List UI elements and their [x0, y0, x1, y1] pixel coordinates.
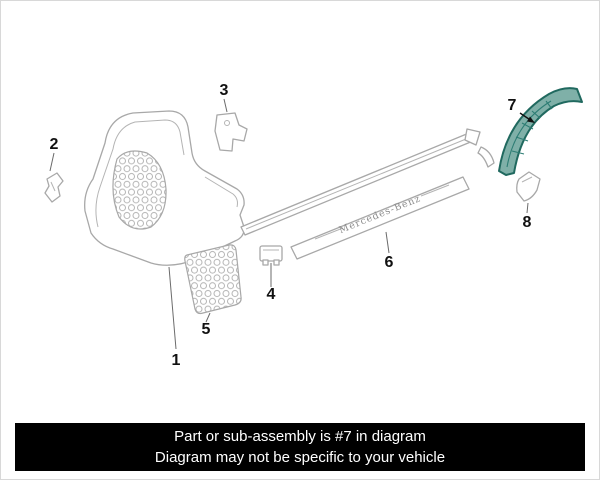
- part-label-5: 5: [202, 321, 211, 338]
- leader-line-2: [49, 152, 55, 172]
- leader-line-1: [168, 266, 177, 350]
- parts-diagram: 2 1 3: [44, 82, 583, 369]
- part-label-1: 1: [172, 352, 181, 369]
- sill-plate-brand-text: Mercedes-Benz: [338, 193, 423, 236]
- part-4-clip: 4: [259, 245, 283, 303]
- leader-line-3: [223, 98, 228, 113]
- sill-strip: [240, 128, 495, 236]
- banner-line1: Part or sub-assembly is #7 in diagram: [174, 428, 426, 445]
- part-1-trim-panel: 1: [84, 110, 245, 369]
- arrow-7-head: [527, 116, 535, 123]
- part-2-fastener: 2: [44, 136, 64, 203]
- part-8-clip: 8: [516, 171, 541, 231]
- part-5-speaker-grille-panel: 5: [184, 244, 242, 338]
- part-6-sill-plate: Mercedes-Benz 6: [290, 176, 470, 271]
- banner-line2: Diagram may not be specific to your vehi…: [154, 449, 446, 466]
- part-label-3: 3: [220, 82, 229, 99]
- part-label-7: 7: [508, 97, 517, 114]
- leader-line-8: [526, 202, 529, 214]
- part-3-bracket: 3: [214, 82, 248, 152]
- part-label-6: 6: [385, 254, 394, 271]
- speaker-grille-area: [112, 150, 167, 230]
- leader-line-6: [385, 231, 390, 254]
- part-7-highlighted-trim: 7: [498, 87, 583, 176]
- leader-line-5: [205, 312, 211, 323]
- info-banner: Part or sub-assembly is #7 in diagram Di…: [15, 423, 585, 471]
- part-label-2: 2: [50, 136, 59, 153]
- part-label-8: 8: [523, 214, 532, 231]
- part-label-4: 4: [267, 286, 276, 303]
